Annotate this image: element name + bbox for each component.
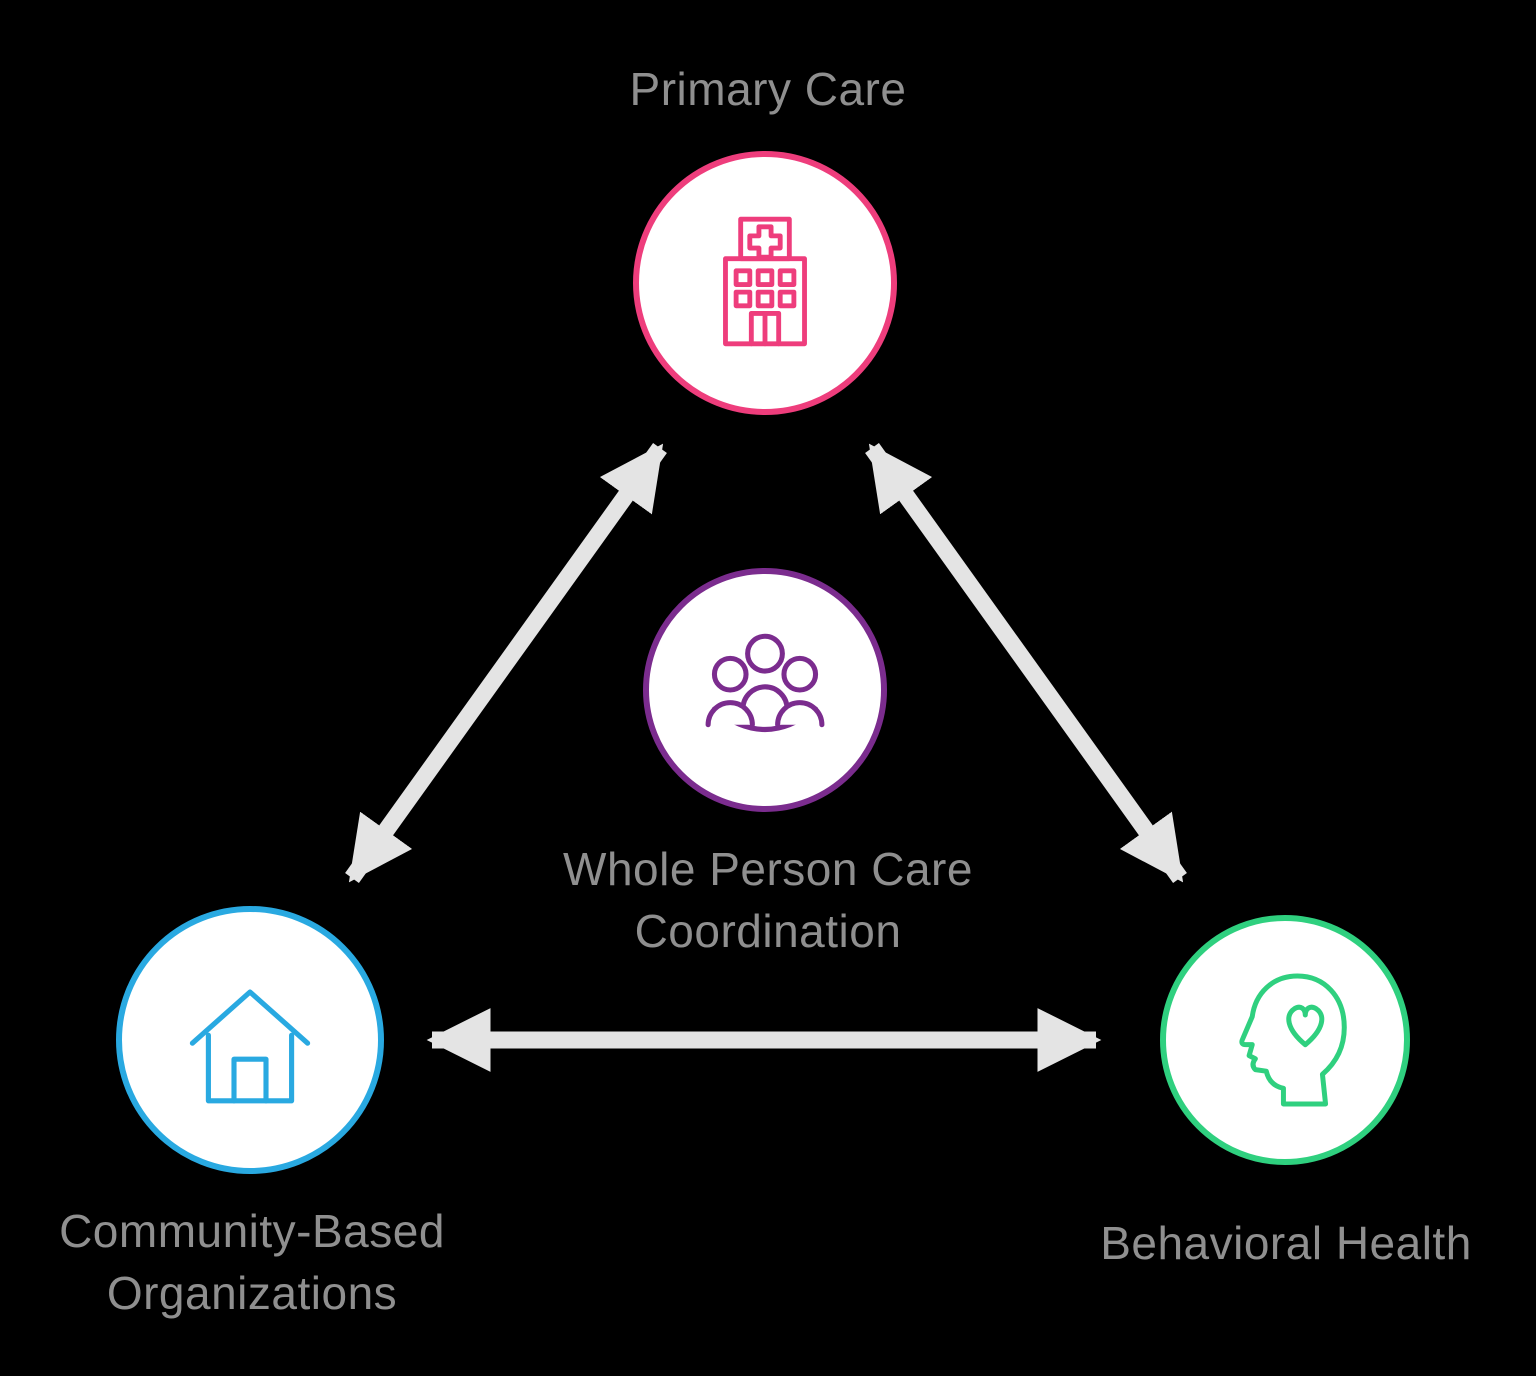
behavioral-health-label: Behavioral Health — [1100, 1217, 1472, 1269]
node-community-based-organizations — [116, 906, 384, 1174]
hospital-building-icon — [723, 216, 807, 347]
arrow-primary-community — [345, 443, 667, 883]
node-primary-care — [633, 151, 897, 415]
whole-person-care-label-line2: Coordination — [634, 905, 902, 957]
head-with-heart-icon — [1239, 973, 1347, 1107]
community-label-line1: Community-Based — [59, 1205, 445, 1257]
node-behavioral-health — [1160, 915, 1410, 1165]
community-label-line2: Organizations — [106, 1267, 398, 1319]
node-whole-person-care — [643, 568, 887, 812]
house-icon — [189, 989, 311, 1104]
whole-person-care-label-line1: Whole Person Care — [563, 843, 973, 895]
primary-care-label: Primary Care — [629, 63, 907, 115]
arrow-primary-behavioral — [865, 443, 1187, 883]
whole-person-care-label: Whole Person Care Coordination — [563, 838, 973, 962]
people-group-icon — [705, 633, 825, 732]
community-based-organizations-label: Community-Based Organizations — [59, 1200, 445, 1324]
